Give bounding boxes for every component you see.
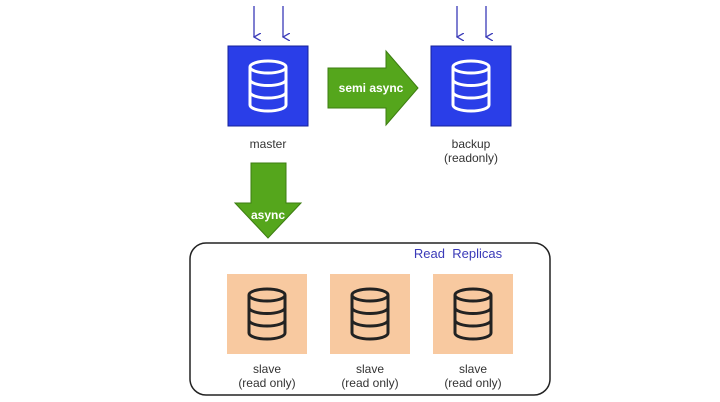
slave-label: slave [459,362,487,376]
slave-node[interactable]: slave (read only) [227,274,307,390]
slave-sublabel: (read only) [444,376,501,390]
backup-incoming-arrows [457,6,486,37]
slave-sublabel: (read only) [341,376,398,390]
slave-node[interactable]: slave (read only) [433,274,513,390]
backup-label: backup [452,137,491,151]
semi-async-arrow: semi async [327,49,419,127]
slave-sublabel: (read only) [238,376,295,390]
slave-label: slave [253,362,281,376]
async-arrow: async [233,162,303,239]
master-label: master [250,137,287,151]
slave-label: slave [356,362,384,376]
master-node[interactable]: master [227,45,309,151]
read-replicas-group: Read Replicas slave (read only) slave (r… [189,242,551,396]
slave-node[interactable]: slave (read only) [330,274,410,390]
backup-sublabel: (readonly) [444,151,498,165]
semi-async-label: semi async [339,81,404,95]
read-replicas-title: Read Replicas [414,246,503,261]
async-label: async [251,208,285,222]
master-incoming-arrows [254,6,283,37]
backup-node[interactable]: backup (readonly) [430,45,512,165]
